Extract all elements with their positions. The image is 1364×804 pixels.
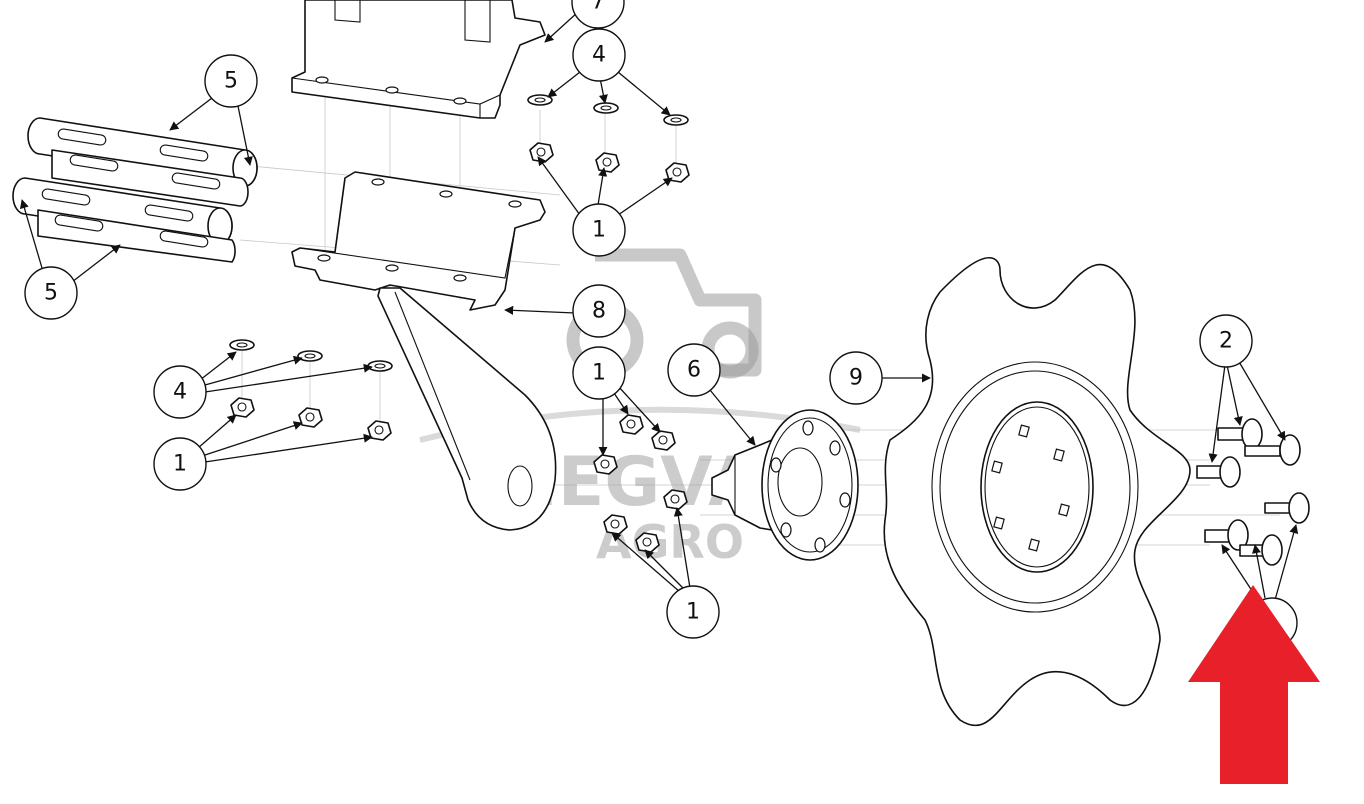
highlight-arrow (1188, 585, 1320, 784)
callout-4-left: 4 (153, 365, 207, 419)
callout-8: 8 (572, 284, 626, 338)
callout-1-hub-top: 1 (572, 346, 626, 400)
svg-text:1: 1 (592, 361, 606, 386)
svg-text:7: 7 (591, 0, 605, 15)
callout-6: 6 (667, 343, 721, 397)
svg-text:1: 1 (173, 452, 187, 477)
callout-5-bottom: 5 (24, 266, 78, 320)
callout-9: 9 (829, 351, 883, 405)
svg-text:6: 6 (687, 358, 701, 383)
hub (711, 409, 859, 561)
callout-7: 7 (571, 0, 625, 29)
star-disc (883, 257, 1191, 727)
svg-text:9: 9 (849, 366, 863, 391)
svg-text:8: 8 (592, 299, 606, 324)
svg-text:4: 4 (173, 380, 187, 405)
callout-5-top: 5 (204, 54, 258, 108)
callout-4-top: 4 (572, 28, 626, 82)
svg-text:5: 5 (44, 281, 58, 306)
callout-1-hub-bottom: 1 (666, 585, 720, 639)
bolts (1196, 418, 1310, 566)
svg-text:4: 4 (592, 43, 606, 68)
washers-top (527, 94, 689, 126)
leader-lines (19, 11, 1299, 601)
callout-2: 2 (1199, 314, 1253, 368)
nuts-left (230, 397, 392, 441)
tubes (12, 117, 258, 263)
nuts-top (529, 142, 690, 183)
nuts-hub (593, 414, 688, 553)
washers-left (229, 339, 393, 372)
bracket-arm (291, 171, 557, 531)
bracket-plate-upper (291, 0, 546, 119)
svg-text:5: 5 (224, 69, 238, 94)
callout-1-left: 1 (153, 437, 207, 491)
svg-text:1: 1 (686, 600, 700, 625)
svg-text:2: 2 (1219, 329, 1233, 354)
callout-1-top: 1 (572, 203, 626, 257)
svg-text:1: 1 (592, 218, 606, 243)
